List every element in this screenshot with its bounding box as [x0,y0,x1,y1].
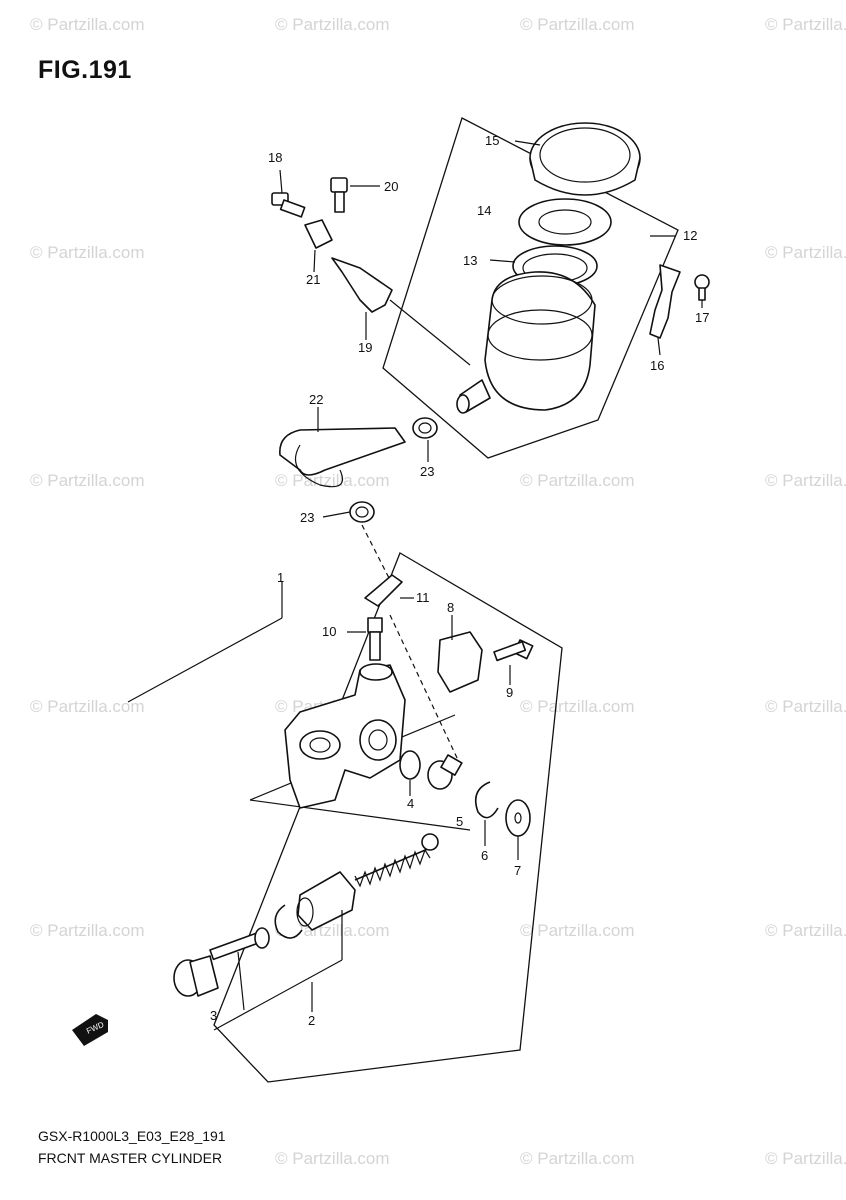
footer-code: GSX-R1000L3_E03_E28_191 [38,1128,226,1144]
leader-line [389,299,471,366]
callout-17: 17 [695,310,709,325]
reservoir-cap [529,122,641,196]
callout-labels: 1 2 3 4 5 6 7 8 9 10 11 12 13 14 15 16 1… [210,133,709,1028]
watermark: © Partzilla.com [275,15,390,34]
circlip [474,781,499,819]
hose-clamp [412,417,438,439]
watermark: © Partzilla.com [30,697,145,716]
reservoir-hose [279,427,406,476]
assembly-line [361,524,391,581]
watermark: © Partzilla.com [765,921,846,940]
callout-15: 15 [485,133,499,148]
callout-23: 23 [420,464,434,479]
footer-name: FRCNT MASTER CYLINDER [38,1150,223,1166]
o-ring [399,750,421,780]
diaphragm-plate [518,198,612,246]
watermark: © Partzilla.com [765,243,846,262]
callout-2: 2 [308,1013,315,1028]
watermark: © Partzilla.com [30,15,145,34]
callout-18: 18 [268,150,282,165]
watermark: © Partzilla.com [520,921,635,940]
leader-line [127,617,283,703]
watermark: © Partzilla.com [520,471,635,490]
watermark: © Partzilla.com [520,697,635,716]
bracket-bolt-20 [330,177,348,213]
callout-13: 13 [463,253,477,268]
hose-fitting [367,617,383,661]
piston-spring [354,847,431,881]
collar [304,219,333,249]
holder-bolt [493,639,534,662]
reservoir-tank [456,271,596,414]
push-rod [173,927,270,997]
watermark: © Partzilla.com [275,1149,390,1168]
lock-plate [364,574,403,607]
reservoir-group-outline [382,117,679,459]
callout-leaders [279,140,703,1012]
watermark-layer: © Partzilla.com © Partzilla.com © Partzi… [30,15,846,1168]
reservoir-mount-bracket [331,257,393,313]
reservoir-screw [694,274,710,301]
direction-badge: FWD [72,1014,108,1046]
figure-title: FIG.191 [38,56,132,84]
piston-circlip [274,904,303,939]
callout-3: 3 [210,1008,217,1023]
callout-14: 14 [477,203,491,218]
hose-clamp [349,501,375,523]
callout-12: 12 [683,228,697,243]
watermark: © Partzilla.com [765,15,846,34]
watermark: © Partzilla.com [520,1149,635,1168]
callout-1: 1 [277,570,284,585]
leader-line [249,799,471,831]
callout-11: 11 [416,590,430,605]
watermark: © Partzilla.com [30,471,145,490]
callout-16: 16 [650,358,664,373]
callout-5: 5 [456,814,463,829]
callout-20: 20 [384,179,398,194]
callout-6: 6 [481,848,488,863]
master-cylinder-holder [437,631,483,693]
callout-21: 21 [306,272,320,287]
watermark: © Partzilla.com [520,15,635,34]
watermark: © Partzilla.com [30,921,145,940]
piston [296,871,356,931]
callout-23b: 23 [300,510,314,525]
watermark: © Partzilla.com [765,1149,846,1168]
reservoir-bracket [649,264,681,339]
watermark: © Partzilla.com [765,697,846,716]
callout-7: 7 [514,863,521,878]
callout-10: 10 [322,624,336,639]
washer [505,799,531,837]
callout-19: 19 [358,340,372,355]
callout-4: 4 [407,796,414,811]
callout-8: 8 [447,600,454,615]
callout-22: 22 [309,392,323,407]
hose-connector [427,754,463,790]
watermark: © Partzilla.com [765,471,846,490]
callout-9: 9 [506,685,513,700]
watermark: © Partzilla.com [30,243,145,262]
master-cylinder-body [284,663,406,809]
spring-seat [421,833,439,851]
bracket-bolt [271,192,306,218]
